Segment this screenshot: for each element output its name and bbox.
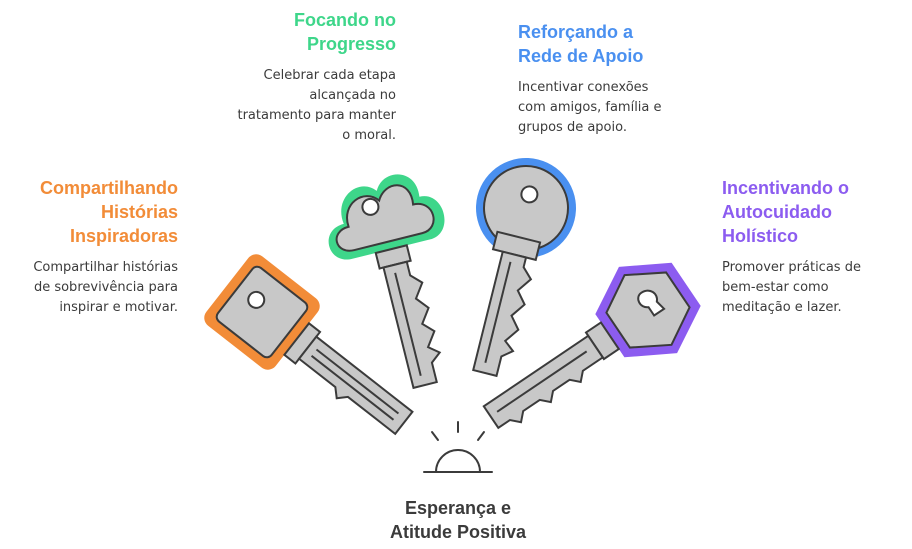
item-title: Compartilhando Histórias Inspiradoras bbox=[40, 178, 178, 246]
item-title: Incentivando o Autocuidado Holístico bbox=[722, 178, 850, 246]
sunrise-icon bbox=[423, 421, 493, 473]
hexagon-key-icon bbox=[482, 262, 701, 430]
item-title: Reforçando a Rede de Apoio bbox=[518, 22, 644, 66]
item-description: Compartilhar histórias de sobrevivência … bbox=[33, 260, 178, 315]
cloud-key-icon bbox=[328, 174, 445, 390]
item-inspiring-stories: Compartilhando Histórias Inspiradoras Co… bbox=[0, 176, 178, 318]
item-support-network: Reforçando a Rede de Apoio Incentivar co… bbox=[518, 20, 718, 138]
item-description: Promover práticas de bem-estar como medi… bbox=[722, 260, 861, 315]
item-description: Incentivar conexões com amigos, família … bbox=[518, 80, 662, 135]
item-self-care: Incentivando o Autocuidado Holístico Pro… bbox=[722, 176, 907, 318]
round-key-icon bbox=[472, 158, 576, 378]
center-block: Esperança e Atitude Positiva bbox=[330, 496, 586, 544]
item-progress: Focando no Progresso Celebrar cada etapa… bbox=[196, 8, 396, 146]
square-key-icon bbox=[204, 254, 414, 436]
center-title: Esperança e Atitude Positiva bbox=[389, 498, 527, 542]
item-title: Focando no Progresso bbox=[294, 10, 396, 54]
item-description: Celebrar cada etapa alcançada no tratame… bbox=[237, 68, 396, 143]
